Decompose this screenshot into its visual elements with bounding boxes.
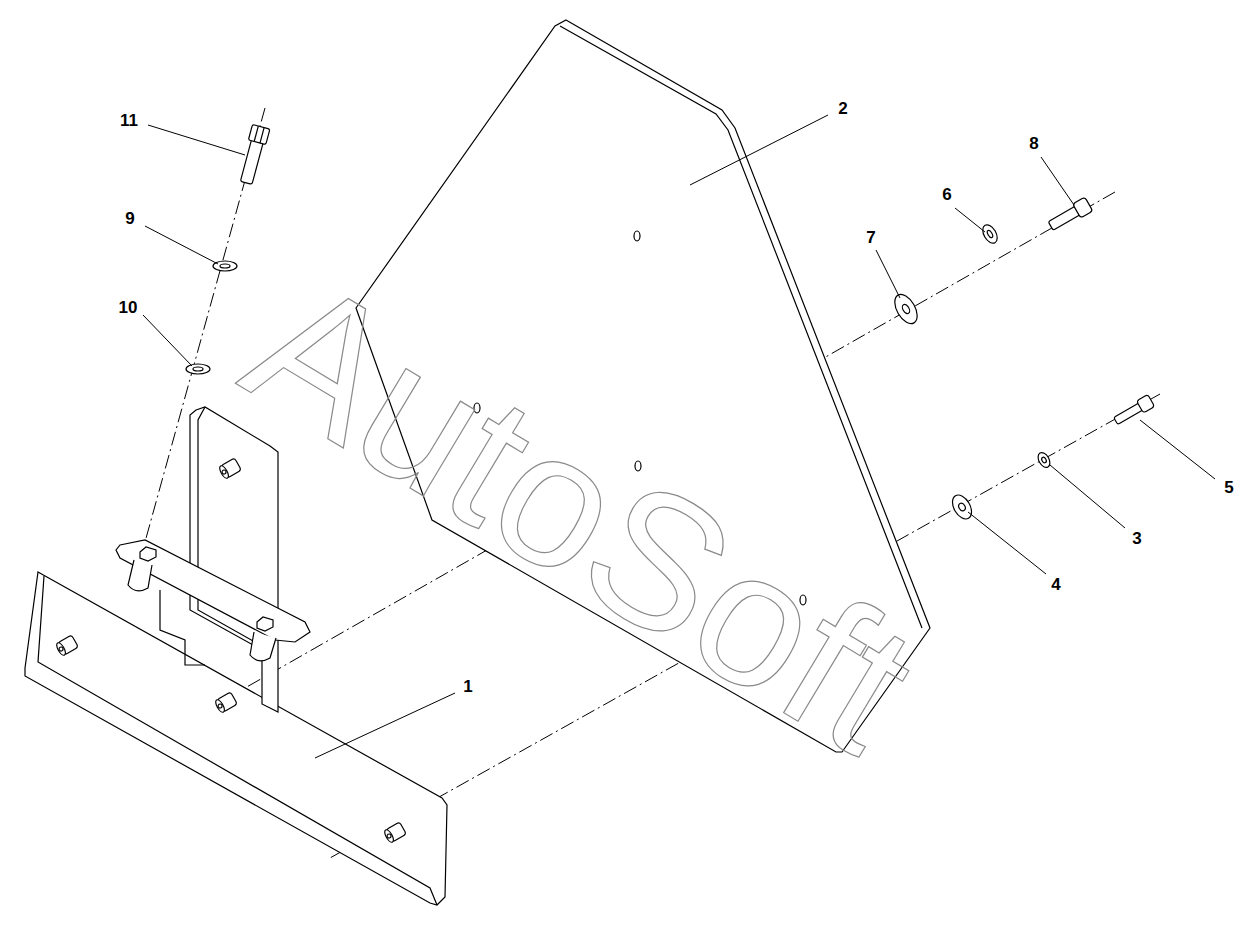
weld-nuts bbox=[55, 458, 406, 844]
callout-number: 6 bbox=[942, 186, 951, 203]
callout-number: 5 bbox=[1224, 479, 1233, 496]
callout-number: 3 bbox=[1132, 530, 1141, 547]
callout-number: 4 bbox=[1051, 576, 1060, 593]
callout-number: 8 bbox=[1029, 135, 1038, 152]
callout-number: 11 bbox=[120, 112, 138, 129]
callout-number: 1 bbox=[463, 678, 472, 695]
callout-number: 7 bbox=[866, 229, 875, 246]
callout-number: 10 bbox=[119, 299, 138, 316]
callout-number: 2 bbox=[838, 100, 847, 117]
callout-number: 9 bbox=[125, 210, 134, 227]
